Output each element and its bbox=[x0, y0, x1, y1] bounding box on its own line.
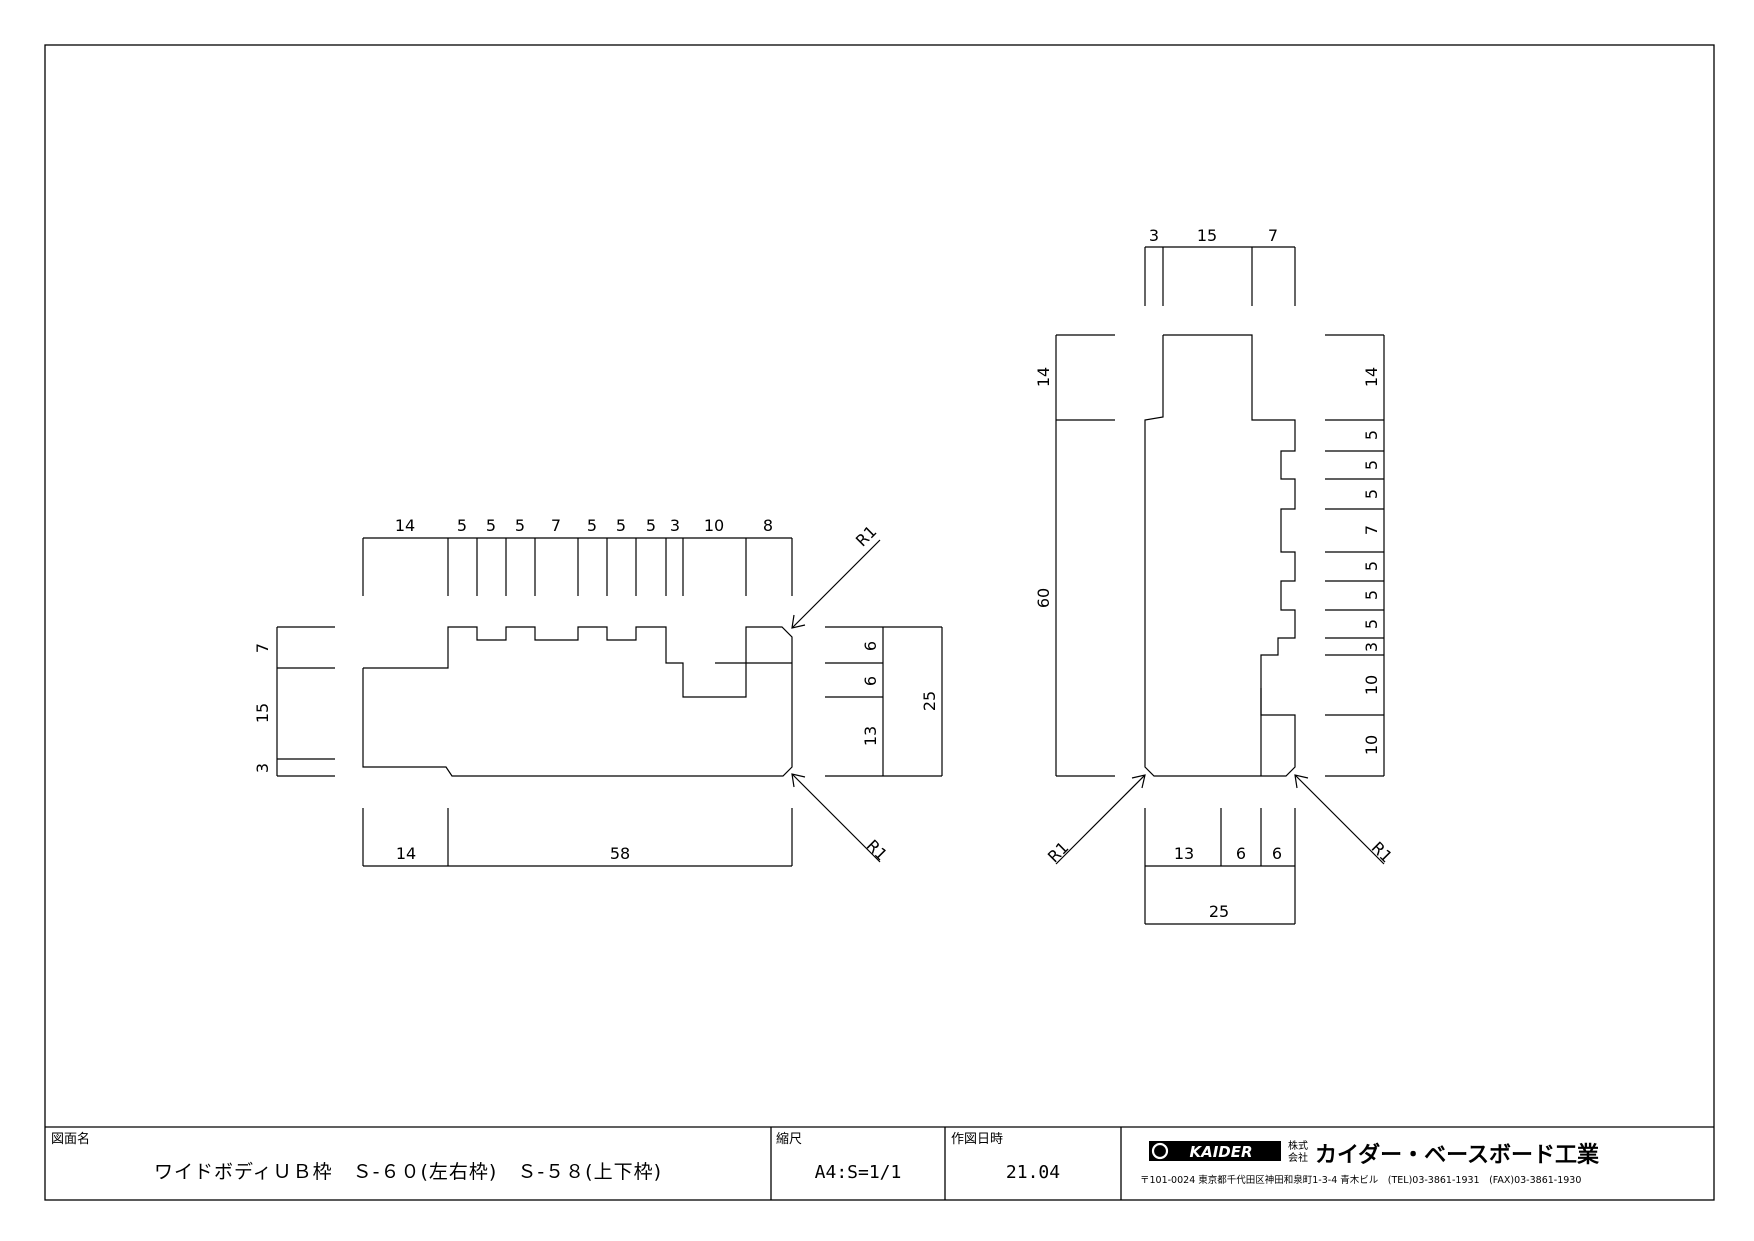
date-value: 21.04 bbox=[1006, 1162, 1060, 1183]
left-bottom-ext-lines bbox=[362, 808, 793, 866]
left-side-dim-2: 3 bbox=[253, 763, 272, 773]
right-left-ext-lines bbox=[1056, 334, 1115, 777]
right-right-dim-1: 5 bbox=[1362, 430, 1381, 440]
right-radius-label-right: R1 bbox=[1368, 838, 1396, 866]
right-right-ext-lines bbox=[1325, 334, 1384, 777]
left-radius-leader-bottom: R1 bbox=[791, 773, 891, 864]
right-right-dim-0: 14 bbox=[1362, 367, 1381, 387]
left-radius-label-bottom: R1 bbox=[863, 836, 891, 864]
right-top-dim-0: 3 bbox=[1149, 226, 1159, 245]
left-side-ext-lines bbox=[277, 626, 335, 777]
right-right-dim-7: 5 bbox=[1362, 619, 1381, 629]
right-right-dim-5: 5 bbox=[1362, 561, 1381, 571]
left-right-total: 25 bbox=[920, 691, 939, 711]
right-right-dim-9: 10 bbox=[1362, 675, 1381, 695]
right-bottom-ext-lines bbox=[1144, 808, 1296, 924]
right-section-view: 3 15 7 14 60 14 5 5 5 bbox=[1034, 226, 1396, 925]
right-radius-leader-right: R1 bbox=[1294, 774, 1396, 866]
kabushiki-bottom: 会社 bbox=[1288, 1151, 1308, 1164]
right-right-dim-3: 5 bbox=[1362, 489, 1381, 499]
drawing-name-label: 図面名 bbox=[51, 1131, 90, 1147]
left-radius-label-top: R1 bbox=[852, 522, 880, 550]
right-radius-label-left: R1 bbox=[1044, 838, 1072, 866]
company-address: 〒101-0024 東京都千代田区神田和泉町1-3-4 青木ビル (TEL)03… bbox=[1140, 1174, 1581, 1186]
kaider-logo: KAIDER bbox=[1149, 1141, 1281, 1161]
left-bottom-dim-0: 14 bbox=[396, 844, 416, 863]
right-bottom-total: 25 bbox=[1209, 902, 1229, 921]
right-right-dim-2: 5 bbox=[1362, 460, 1381, 470]
left-top-dim-3: 5 bbox=[515, 516, 525, 535]
right-bottom-dim-1: 6 bbox=[1236, 844, 1246, 863]
left-top-dim-6: 5 bbox=[616, 516, 626, 535]
right-right-dim-6: 5 bbox=[1362, 590, 1381, 600]
drawing-frame bbox=[44, 44, 1715, 1201]
right-top-dim-1: 15 bbox=[1197, 226, 1217, 245]
left-section-view: 14 5 5 5 7 5 5 5 3 10 8 7 15 3 6 6 bbox=[253, 516, 943, 867]
scale-label: 縮尺 bbox=[776, 1131, 802, 1147]
left-side-dim-0: 7 bbox=[253, 643, 272, 653]
company-block: KAIDER 株式 会社 カイダー・ベースボード工業 〒101-0024 東京都… bbox=[1140, 1139, 1600, 1186]
right-bottom-dim-0: 13 bbox=[1174, 844, 1194, 863]
right-left-dim-0: 14 bbox=[1034, 367, 1053, 387]
left-right-ext-lines bbox=[825, 626, 942, 777]
left-right-dim-0: 6 bbox=[861, 641, 880, 651]
kabushiki-top: 株式 bbox=[1288, 1139, 1308, 1152]
date-label: 作図日時 bbox=[951, 1132, 1003, 1147]
title-block: 図面名 ワイドボディＵＢ枠 Ｓ-６０(左右枠) Ｓ-５８(上下枠) 縮尺 A4:… bbox=[45, 1126, 1714, 1200]
left-top-dim-1: 5 bbox=[457, 516, 467, 535]
left-top-dim-4: 7 bbox=[551, 516, 561, 535]
right-right-dim-4: 7 bbox=[1362, 525, 1381, 535]
right-top-dim-2: 7 bbox=[1268, 226, 1278, 245]
right-top-ext-lines bbox=[1144, 247, 1296, 306]
left-top-ext-lines bbox=[362, 538, 793, 596]
left-right-dim-2: 13 bbox=[861, 726, 880, 746]
left-top-dim-0: 14 bbox=[395, 516, 415, 535]
left-side-dim-1: 15 bbox=[253, 703, 272, 723]
right-left-dim-1: 60 bbox=[1034, 588, 1053, 608]
right-profile-outline bbox=[1144, 334, 1296, 777]
left-top-dim-2: 5 bbox=[486, 516, 496, 535]
left-top-dim-5: 5 bbox=[587, 516, 597, 535]
left-profile-outline bbox=[362, 626, 793, 777]
right-bottom-dim-2: 6 bbox=[1272, 844, 1282, 863]
left-radius-leader-top: R1 bbox=[791, 522, 881, 629]
left-top-dim-7: 5 bbox=[646, 516, 656, 535]
logo-text: KAIDER bbox=[1189, 1143, 1252, 1161]
left-top-dim-10: 8 bbox=[763, 516, 773, 535]
company-name: カイダー・ベースボード工業 bbox=[1315, 1142, 1600, 1168]
right-right-dim-10: 10 bbox=[1362, 735, 1381, 755]
left-bottom-dim-1: 58 bbox=[610, 844, 630, 863]
drawing-name: ワイドボディＵＢ枠 Ｓ-６０(左右枠) Ｓ-５８(上下枠) bbox=[154, 1161, 662, 1183]
left-top-dim-9: 10 bbox=[704, 516, 724, 535]
left-top-dim-8: 3 bbox=[670, 516, 680, 535]
scale-value: A4:S=1/1 bbox=[815, 1162, 902, 1183]
left-right-dim-1: 6 bbox=[861, 676, 880, 686]
right-right-dim-8: 3 bbox=[1362, 642, 1381, 652]
right-radius-leader-left: R1 bbox=[1044, 774, 1146, 866]
